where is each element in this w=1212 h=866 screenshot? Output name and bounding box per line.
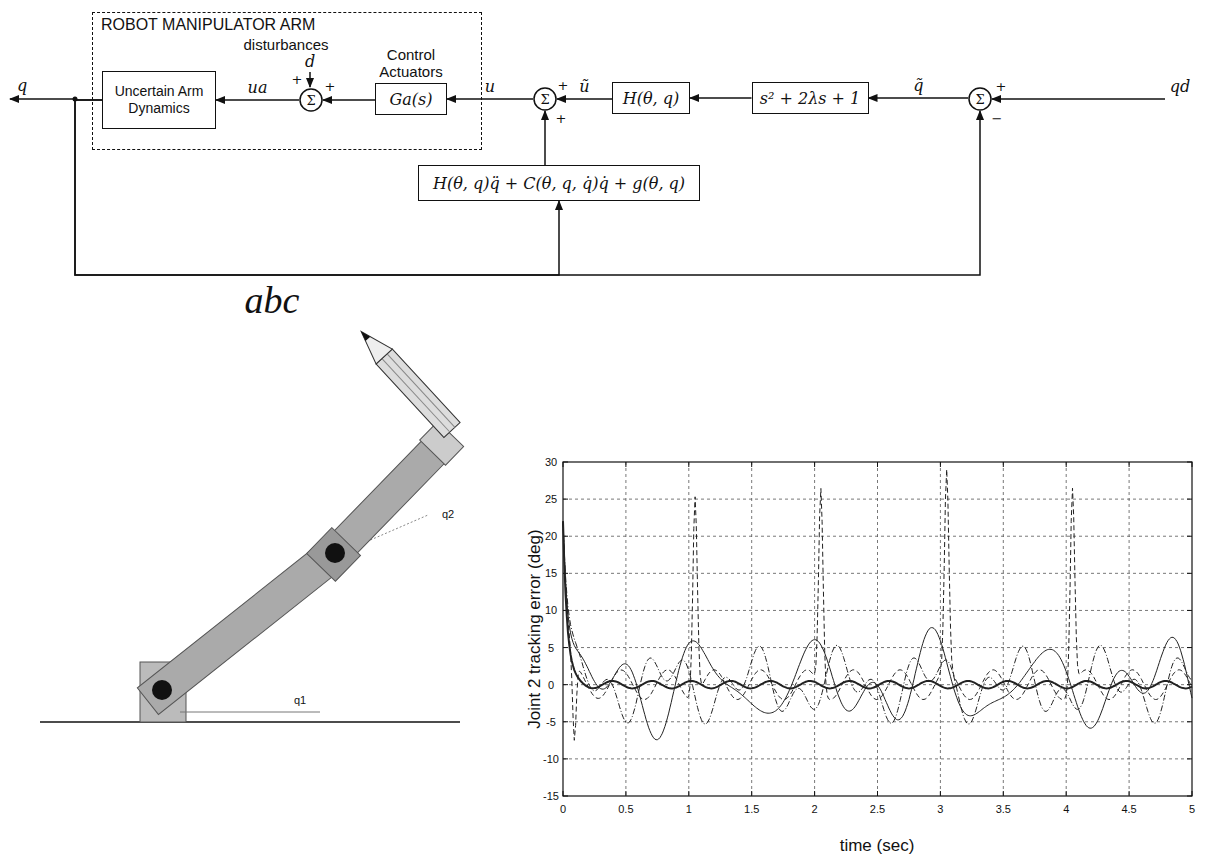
joint-angle: q1 — [294, 694, 306, 706]
tick-label: -15 — [543, 790, 559, 802]
tick-label: -5 — [546, 716, 556, 728]
tick-label: 0.5 — [618, 803, 633, 815]
signal-name: ua — [246, 78, 270, 97]
tick-label: 1.5 — [744, 803, 759, 815]
tick-label: 30 — [545, 456, 557, 468]
axis-title: time (sec) — [840, 836, 915, 856]
sum-symbol: Σ — [306, 94, 315, 107]
box-label: Uncertain Arm Dynamics — [103, 83, 215, 117]
actuator-box: Control ActuatorsGa(s) — [375, 83, 447, 115]
summing-junction: Σ — [533, 87, 557, 111]
sign: − — [992, 111, 1003, 126]
tick-label: 15 — [545, 567, 557, 579]
tick-label: 2.5 — [870, 803, 885, 815]
tick-label: 4 — [1063, 803, 1069, 815]
sign: + — [558, 78, 569, 93]
tick-label: -10 — [543, 753, 559, 765]
summing-junction: Σ — [968, 87, 992, 111]
tick-label: 3 — [937, 803, 943, 815]
signal-name: ũ — [577, 77, 591, 96]
tick-label: 0 — [560, 803, 566, 815]
tick-label: 5 — [1189, 803, 1195, 815]
signal-name: q — [17, 76, 27, 95]
joint-angle: q2 — [442, 508, 454, 520]
math-expression: H(θ, q) — [623, 89, 679, 108]
tick-label: 20 — [545, 530, 557, 542]
tick-label: 10 — [545, 604, 557, 616]
robot-arm-illustration — [40, 324, 465, 722]
sum-symbol: Σ — [540, 93, 549, 106]
handwriting: abc — [245, 278, 300, 322]
summing-junction: Σ — [299, 88, 323, 112]
gain-box: H(θ, q) — [612, 82, 690, 114]
math-expression: Ga(s) — [389, 90, 432, 109]
signal-name: u — [483, 77, 497, 96]
disturbance-wire — [309, 72, 311, 87]
filter-box: s² + 2λs + 1 — [752, 82, 869, 114]
tick-label: 2 — [812, 803, 818, 815]
reference-wire — [992, 98, 1165, 100]
sign: + — [556, 111, 567, 126]
group-title: ROBOT MANIPULATOR ARM — [101, 16, 315, 34]
math-expression: H(θ, q)q̈ + C(θ, q, q̇)q̇ + g(θ, q) — [433, 174, 685, 193]
signal-connector — [323, 99, 375, 101]
signal-connector — [690, 97, 752, 99]
signal-connector — [557, 98, 612, 100]
tick-label: 3.5 — [996, 803, 1011, 815]
signal-name: q̃ — [911, 76, 925, 95]
feedforward-box: H(θ, q)q̈ + C(θ, q, q̇)q̇ + g(θ, q) — [418, 165, 700, 201]
signal-name: qd — [1170, 77, 1190, 96]
annotation: disturbances — [243, 36, 328, 53]
sign: + — [996, 79, 1007, 94]
signal-connector — [869, 97, 969, 99]
signal-connector — [216, 99, 299, 101]
signal-connector — [544, 111, 546, 165]
axis-title: Joint 2 tracking error (deg) — [525, 529, 545, 728]
plant-box: Uncertain Arm Dynamics — [102, 71, 216, 129]
dashed-group-box: ROBOT MANIPULATOR ARM Uncertain Arm Dynam… — [92, 12, 482, 150]
signal-name: d — [305, 52, 315, 71]
tick-label: 25 — [545, 493, 557, 505]
tick-label: 5 — [548, 642, 554, 654]
sum-symbol: Σ — [975, 93, 984, 106]
tick-label: 4.5 — [1121, 803, 1136, 815]
tick-label: 0 — [548, 679, 554, 691]
math-expression: s² + 2λs + 1 — [760, 89, 861, 108]
tick-label: 1 — [686, 803, 692, 815]
sign: + — [292, 72, 303, 87]
sign: + — [325, 79, 336, 94]
output-wire — [10, 98, 75, 100]
signal-connector — [447, 98, 533, 100]
box-heading: Control Actuators — [366, 46, 456, 81]
